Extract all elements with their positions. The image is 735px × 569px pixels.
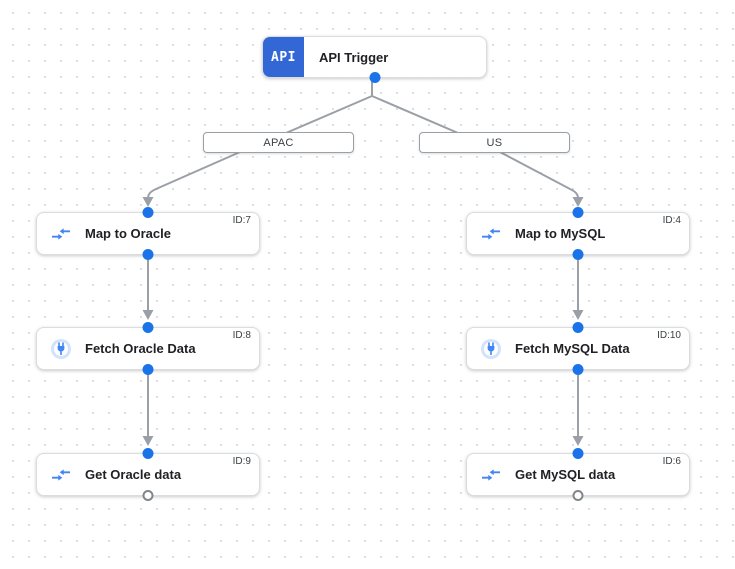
task-node-get-oracle-data[interactable]: ID:9 Get Oracle data	[36, 448, 260, 501]
input-port[interactable]	[572, 207, 584, 218]
data-mapping-icon	[480, 223, 502, 245]
data-mapping-icon	[50, 223, 72, 245]
task-node-map-to-oracle[interactable]: ID:7 Map to Oracle	[36, 207, 260, 260]
task-id-label: ID:8	[232, 330, 251, 341]
output-port[interactable]	[572, 249, 584, 260]
connectors-icon	[480, 338, 502, 360]
output-port[interactable]	[142, 249, 154, 260]
input-port[interactable]	[142, 322, 154, 333]
arrowhead	[142, 197, 154, 207]
data-mapping-icon	[50, 464, 72, 486]
output-port-open[interactable]	[572, 490, 584, 501]
input-port[interactable]	[572, 322, 584, 333]
task-node-fetch-mysql-data[interactable]: ID:10 Fetch MySQL Data	[466, 322, 690, 375]
edge-label-apac[interactable]: APAC	[203, 132, 354, 153]
connectors-icon	[50, 338, 72, 360]
arrowhead	[142, 436, 154, 446]
task-title: Get MySQL data	[515, 467, 616, 482]
task-id-label: ID:7	[232, 215, 251, 226]
edge-us-to-map-mysql	[499, 151, 579, 199]
input-port[interactable]	[142, 207, 154, 218]
task-title: Fetch MySQL Data	[515, 341, 630, 356]
task-id-label: ID:4	[662, 215, 681, 226]
task-node-get-mysql-data[interactable]: ID:6 Get MySQL data	[466, 448, 690, 501]
task-node-fetch-oracle-data[interactable]: ID:8 Fetch Oracle Data	[36, 322, 260, 375]
output-port[interactable]	[369, 72, 380, 83]
task-node-map-to-mysql[interactable]: ID:4 Map to MySQL	[466, 207, 690, 260]
task-id-label: ID:6	[662, 456, 681, 467]
output-port[interactable]	[142, 364, 154, 375]
input-port[interactable]	[572, 448, 584, 459]
edge-trigger-to-apac	[285, 95, 373, 134]
output-port-open[interactable]	[142, 490, 154, 501]
arrowhead	[142, 310, 154, 320]
edge-trigger-to-us	[371, 95, 459, 134]
task-title: Get Oracle data	[85, 467, 182, 482]
trigger-node-api-trigger[interactable]: API API Trigger	[262, 36, 487, 83]
output-port[interactable]	[572, 364, 584, 375]
trigger-title: API Trigger	[319, 49, 389, 65]
task-title: Map to Oracle	[85, 226, 171, 241]
arrowhead	[572, 197, 584, 207]
edge-label-us[interactable]: US	[419, 132, 570, 153]
task-id-label: ID:9	[232, 456, 251, 467]
data-mapping-icon	[480, 464, 502, 486]
task-title: Fetch Oracle Data	[85, 341, 196, 356]
input-port[interactable]	[142, 448, 154, 459]
edge-apac-to-map-oracle	[147, 151, 241, 199]
task-title: Map to MySQL	[515, 226, 606, 241]
task-id-label: ID:10	[657, 330, 681, 341]
arrowhead	[572, 436, 584, 446]
api-trigger-icon: API	[263, 37, 304, 77]
arrowhead	[572, 310, 584, 320]
